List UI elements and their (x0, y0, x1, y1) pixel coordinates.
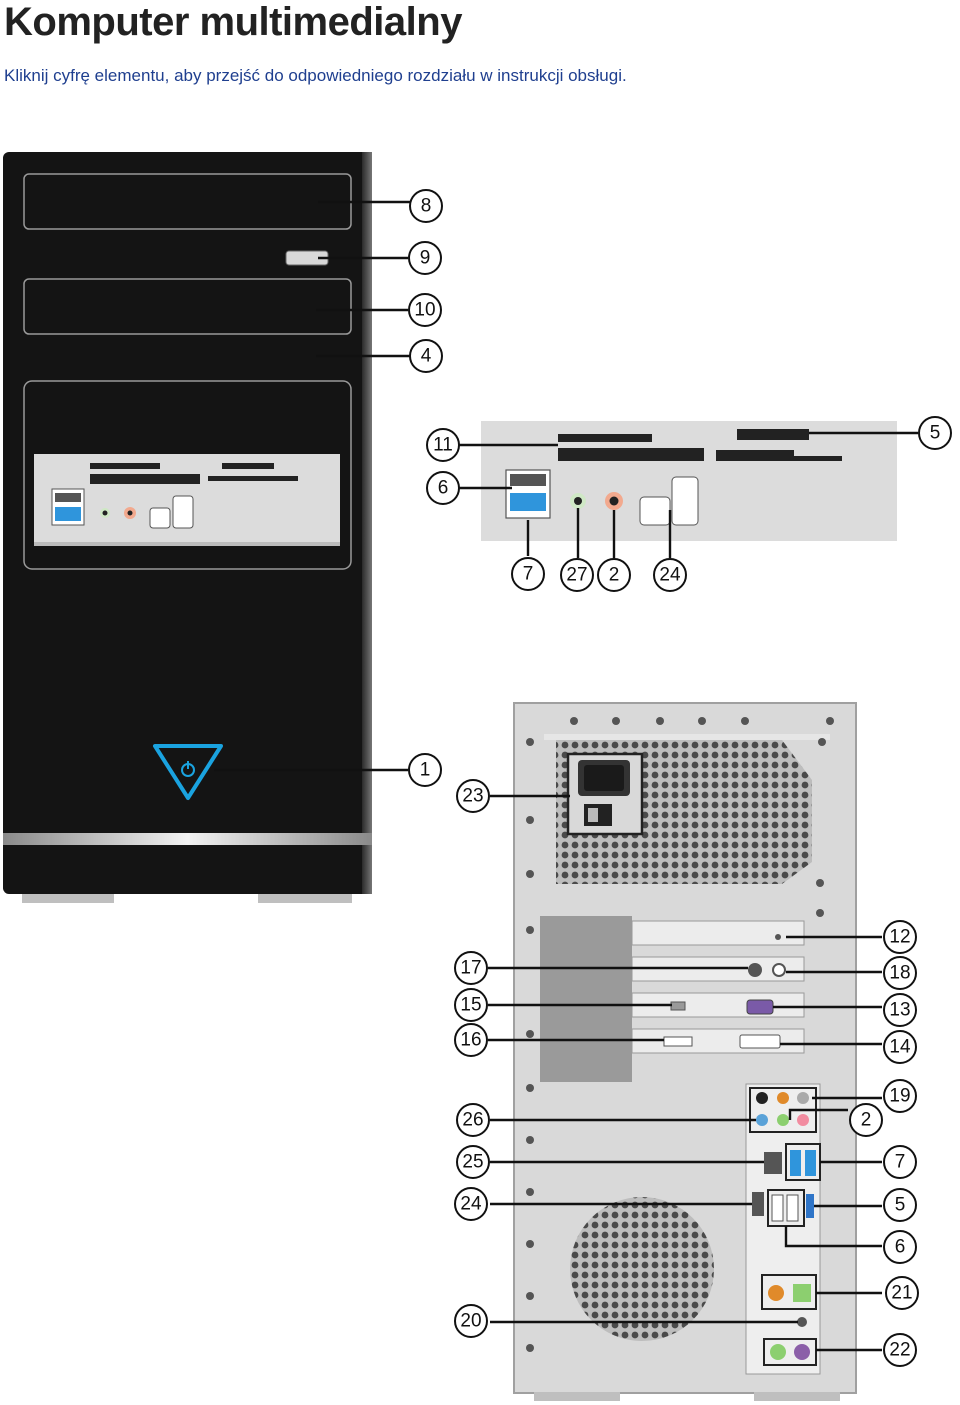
callout-6-label: 6 (438, 478, 449, 499)
callout-20-label: 20 (460, 1311, 481, 1332)
callout-11-label: 11 (433, 435, 453, 456)
callout-25-label: 25 (462, 1152, 483, 1173)
callout-21-label: 21 (891, 1283, 912, 1304)
callout-7[interactable]: 7 (511, 557, 545, 591)
callout-27[interactable]: 27 (560, 558, 594, 592)
callout-rear-5-label: 5 (895, 1195, 906, 1216)
callout-2[interactable]: 2 (597, 558, 631, 592)
callout-10[interactable]: 10 (408, 293, 442, 327)
callout-16-label: 16 (460, 1030, 481, 1051)
callout-22-label: 22 (889, 1340, 910, 1361)
callout-16[interactable]: 16 (454, 1023, 488, 1057)
callout-rear-6[interactable]: 6 (883, 1230, 917, 1264)
callout-rear-2-label: 2 (861, 1110, 872, 1131)
callout-12[interactable]: 12 (883, 920, 917, 954)
callout-11[interactable]: 11 (426, 428, 460, 462)
io-shield (745, 1083, 821, 1375)
callout-5[interactable]: 5 (918, 416, 952, 450)
callout-rear-24-label: 24 (460, 1194, 482, 1215)
callout-12-label: 12 (889, 927, 910, 948)
case-front (3, 152, 372, 903)
drive-bay-2 (23, 278, 352, 335)
callout-15-label: 15 (460, 995, 481, 1016)
callout-9[interactable]: 9 (408, 241, 442, 275)
callout-rear-7[interactable]: 7 (883, 1145, 917, 1179)
callout-rear-7-label: 7 (895, 1152, 906, 1173)
callout-5-label: 5 (930, 423, 941, 444)
callout-2-label: 2 (609, 565, 620, 586)
callout-15[interactable]: 15 (454, 988, 488, 1022)
callout-25[interactable]: 25 (456, 1145, 490, 1179)
callout-9-label: 9 (420, 248, 431, 269)
callout-17-label: 17 (460, 958, 481, 979)
callout-1[interactable]: 1 (408, 753, 442, 787)
callout-19-label: 19 (889, 1086, 910, 1107)
callout-24[interactable]: 24 (653, 558, 687, 592)
callout-rear-2[interactable]: 2 (849, 1103, 883, 1137)
callout-19[interactable]: 19 (883, 1079, 917, 1113)
callout-26[interactable]: 26 (456, 1103, 490, 1137)
callout-1-label: 1 (420, 760, 431, 781)
case-fan-vent (570, 1197, 714, 1341)
callout-8-label: 8 (421, 196, 432, 217)
callout-8[interactable]: 8 (409, 189, 443, 223)
optical-drive-bay (23, 173, 352, 230)
callout-18[interactable]: 18 (883, 956, 917, 990)
callout-18-label: 18 (889, 963, 910, 984)
callout-14-label: 14 (889, 1037, 911, 1058)
case-rear (513, 702, 857, 1401)
callout-17[interactable]: 17 (454, 951, 488, 985)
callout-4[interactable]: 4 (409, 339, 443, 373)
callout-23[interactable]: 23 (456, 779, 490, 813)
page-subtitle: Kliknij cyfrę elementu, aby przejść do o… (4, 66, 627, 85)
callout-13[interactable]: 13 (883, 993, 917, 1027)
leader-lines (214, 200, 918, 1352)
callout-26-label: 26 (462, 1110, 483, 1131)
callout-13-label: 13 (889, 1000, 910, 1021)
front-io-zoom (481, 421, 897, 541)
callout-22[interactable]: 22 (883, 1333, 917, 1367)
callout-7-label: 7 (523, 564, 534, 585)
callout-23-label: 23 (462, 786, 483, 807)
callout-rear-5[interactable]: 5 (883, 1188, 917, 1222)
callout-10-label: 10 (414, 300, 435, 321)
callout-24-label: 24 (659, 565, 681, 586)
callout-20[interactable]: 20 (454, 1304, 488, 1338)
callout-27-label: 27 (566, 565, 587, 586)
card-reader-zoom (639, 496, 671, 526)
callout-6[interactable]: 6 (426, 471, 460, 505)
page-title: Komputer multimedialny (4, 0, 462, 44)
callout-rear-6-label: 6 (895, 1237, 906, 1258)
callout-14[interactable]: 14 (883, 1030, 917, 1064)
callout-21[interactable]: 21 (885, 1276, 919, 1310)
callout-4-label: 4 (421, 346, 432, 367)
power-button (153, 744, 223, 800)
callout-rear-24[interactable]: 24 (454, 1187, 488, 1221)
